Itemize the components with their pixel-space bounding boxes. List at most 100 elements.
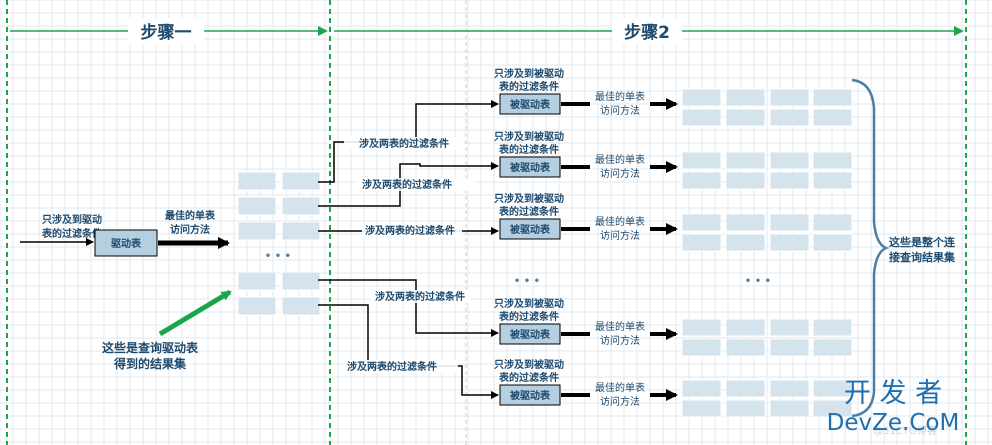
final-result-cell [725,171,766,190]
final-result-cell [681,233,722,252]
result-brace [851,78,890,418]
driver-result-cell [281,271,321,291]
final-result-cell [812,338,853,357]
final-result-cell [769,338,810,357]
driven-table-rows: 只涉及到被驱动表的过滤条件被驱动表最佳的单表访问方法只涉及到被驱动表的过滤条件被… [494,67,853,418]
final-result-cell [725,399,766,418]
driven-condition-line2: 表的过滤条件 [498,310,559,323]
driven-access-line1: 最佳的单表 [595,320,645,333]
final-result-cell [681,379,722,398]
final-result-cell [725,233,766,252]
driven-condition-line2: 表的过滤条件 [498,80,559,93]
final-result-cell [681,151,722,170]
driven-table-label: 被驱动表 [510,223,551,236]
driver-condition-line1: 只涉及到驱动 [42,213,102,226]
driven-table-label: 被驱动表 [510,98,551,111]
final-result-cell [812,379,853,398]
driven-access-line2: 访问方法 [600,334,640,347]
final-result-cell [769,379,810,398]
driven-access-line2: 访问方法 [600,229,640,242]
final-result-cell [681,318,722,337]
step2-title: 步骤2 [624,22,670,43]
connector-4 [318,279,499,337]
step1-title: 步骤一 [141,22,192,43]
final-result-cell [769,213,810,232]
connector-2 [318,162,499,207]
final-result-cell [769,88,810,107]
driven-condition-line1: 只涉及到被驱动 [494,297,564,310]
final-result-cell [812,233,853,252]
driver-result-cell [281,171,321,191]
driven-access-line2: 访问方法 [600,395,640,408]
join-condition-label-4: 涉及两表的过滤条件 [375,290,465,303]
join-condition-label-2: 涉及两表的过滤条件 [362,178,452,191]
driver-result-cell [237,271,277,291]
final-result-cell [681,338,722,357]
driven-table-box [499,156,561,178]
join-condition-label-5: 涉及两表的过滤条件 [347,360,437,373]
final-result-cell [725,108,766,127]
driver-table-box [94,229,158,257]
final-result-cell [812,151,853,170]
driver-result-cell [237,196,277,216]
join-label-bg-3 [362,224,462,237]
driven-access-line2: 访问方法 [600,167,640,180]
driven-table-label: 被驱动表 [510,328,551,341]
driver-result-cell [281,196,321,216]
final-result-cell [812,171,853,190]
driver-condition-line2: 表的过滤条件 [41,227,102,240]
watermark-line1: 开 发 者 [844,378,942,409]
join-label-bg-4 [370,290,470,303]
final-result-cell [725,318,766,337]
driven-condition-line2: 表的过滤条件 [498,371,559,384]
final-result-cell [725,213,766,232]
driver-result-cell [281,221,321,241]
step-header: 步骤一 步骤2 [6,0,967,445]
driven-table-box [499,93,561,115]
driven-ellipsis: • • • [514,276,540,287]
result-note-line2: 得到的结果集 [113,356,187,371]
connector-5 [318,304,499,399]
driven-table-label: 被驱动表 [510,389,551,402]
result-note-arrow [158,289,232,337]
driver-result-ellipsis: • • • [265,251,291,262]
final-result-cell [725,88,766,107]
final-note-line2: 接查询结果集 [889,250,956,264]
join-label-bg-2 [356,178,476,191]
final-result-cell [812,399,853,418]
driven-condition-line1: 只涉及到被驱动 [494,192,564,205]
final-result-cell [769,399,810,418]
final-result-cell [769,151,810,170]
driven-table-label: 被驱动表 [510,161,551,174]
final-result-cell [725,379,766,398]
driver-result-set [237,171,321,316]
driven-access-line2: 访问方法 [600,104,640,117]
step2-label-bg [612,18,682,44]
final-note-line1: 这些是整个连 [889,235,956,249]
driven-table-box [499,384,561,406]
final-result-cell [769,233,810,252]
join-condition-label-3: 涉及两表的过滤条件 [365,224,455,237]
final-result-cell [812,88,853,107]
driver-result-cell [237,171,277,191]
join-label-bg-5 [344,360,458,373]
final-result-cell [681,171,722,190]
final-result-cell [769,108,810,127]
driven-access-line1: 最佳的单表 [595,381,645,394]
driven-access-line1: 最佳的单表 [595,215,645,228]
join-label-bg-1 [344,137,464,150]
result-note-line1: 这些是查询驱动表 [102,340,199,355]
watermark-line2: DevZe.CoM [827,410,960,436]
final-result-cell [725,338,766,357]
driven-table-box [499,218,561,240]
driven-condition-line2: 表的过滤条件 [498,205,559,218]
final-result-cell [769,318,810,337]
driven-access-line1: 最佳的单表 [595,90,645,103]
driven-condition-line2: 表的过滤条件 [498,143,559,156]
watermark: @51CTO博客 开 发 者 DevZe.CoM [827,378,960,437]
driver-section: 只涉及到驱动 表的过滤条件 驱动表 最佳的单表 访问方法 [20,209,230,257]
